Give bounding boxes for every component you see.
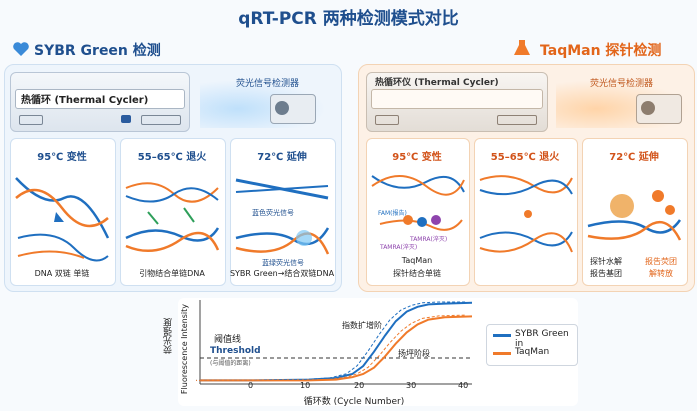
chart-legend: SYBR Green in TaqMan — [486, 324, 578, 366]
page-title: qRT-PCR 两种检测模式对比 — [238, 9, 459, 29]
sybr-step-2-card — [120, 138, 226, 286]
taqman-anneal-illustration — [479, 175, 573, 253]
taqman-step-3-caption-c: 报告荧团 — [645, 257, 677, 266]
taqman-extend-illustration — [587, 190, 682, 241]
phase-exponential: 指数扩增阶 — [342, 321, 382, 330]
taqman-step-1-caption-b: 探针结合单链 — [393, 269, 441, 278]
taqman-probe-illustration — [371, 175, 465, 231]
taqman-step-1-card — [366, 138, 470, 286]
detector-camera-left — [270, 94, 316, 124]
legend-label-taqman: TaqMan — [515, 347, 550, 357]
detector-camera-right — [636, 94, 682, 124]
phase-plateau: 扬坪阶段 — [398, 349, 430, 358]
taqman-header: TaqMan 探针检测 — [540, 43, 662, 59]
flask-icon — [512, 38, 532, 58]
dna-extend-illustration — [235, 178, 330, 255]
sybr-step-3-caption: SYBR Green→结合双链DNA — [229, 269, 335, 278]
sybr-step-3-card — [230, 138, 336, 286]
fam-label: FAM(报告) — [378, 210, 407, 217]
x-ticks: 0 10 20 30 40 — [238, 381, 478, 391]
chart-ylabel-cn: 荧光强度 — [164, 318, 174, 354]
taqman-step-1-caption-a: TaqMan — [401, 256, 433, 265]
legend-swatch-sybr — [493, 334, 511, 337]
detector-label-left: 荧光信号检测器 — [236, 79, 300, 89]
sybr-step-1-label: 95℃ 变性 — [37, 152, 87, 163]
taqman-step-3-caption-a: 探针水解 — [590, 257, 622, 266]
sybr-note-blue: 蓝色荧光信号 — [252, 209, 294, 217]
chart-ylabel-en: Fluorescence Intensity — [180, 304, 189, 395]
sybr-step-2-caption: 引物结合单链DNA — [139, 269, 205, 278]
machine-label-right: 热循环仪 (Thermal Cycler) — [375, 78, 499, 88]
dna-anneal-illustration — [125, 182, 220, 253]
machine-label-left: 热循环 (Thermal Cycler) — [21, 95, 149, 106]
taqman-curve — [200, 315, 473, 382]
legend-label-sybr: SYBR Green in — [515, 329, 569, 349]
legend-swatch-taqman — [493, 352, 511, 355]
sybr-header: SYBR Green 检测 — [34, 43, 161, 59]
sybr-step-3-label: 72℃ 延伸 — [257, 152, 307, 163]
threshold-sub: (与阈值的距离) — [210, 360, 251, 367]
sybr-step-2-label: 55–65℃ 退火 — [137, 152, 207, 163]
x-tick-20: 20 — [354, 381, 365, 390]
thermal-cycler-right: 热循环仪 (Thermal Cycler) — [366, 72, 548, 132]
heart-icon — [12, 40, 30, 58]
thermal-cycler-left: 热循环 (Thermal Cycler) — [10, 72, 190, 132]
taqman-step-3-label: 72℃ 延伸 — [609, 152, 659, 163]
x-tick-0: 0 — [248, 381, 254, 390]
taqman-step-3-caption-b: 报告基团 — [590, 269, 622, 278]
dna-denature-illustration — [15, 177, 110, 262]
x-tick-10: 10 — [300, 381, 311, 390]
taqman-step-2-label: 55–65℃ 退火 — [490, 152, 560, 163]
threshold-label-cn: 阈值线 — [214, 335, 242, 345]
x-tick-40: 40 — [458, 381, 469, 390]
x-tick-30: 30 — [406, 381, 417, 390]
chart-xlabel: 循环数 (Cycle Number) — [303, 397, 405, 407]
detector-label-right: 荧光信号检测器 — [590, 79, 654, 89]
taqman-step-1-label: 95℃ 变性 — [392, 152, 442, 163]
qpcr-amplification-chart — [196, 300, 473, 385]
sybr-note-cyan: 蓝绿荧光信号 — [262, 259, 304, 267]
tamra-label-1: TAMRA(淬灭) — [410, 236, 448, 243]
taqman-step-3-caption-d: 解转放 — [649, 269, 673, 278]
threshold-label-en: Threshold — [210, 346, 261, 356]
tamra-label-2: TAMRA(淬灭) — [380, 244, 418, 251]
sybr-step-1-caption: DNA 双链 单链 — [34, 269, 90, 278]
